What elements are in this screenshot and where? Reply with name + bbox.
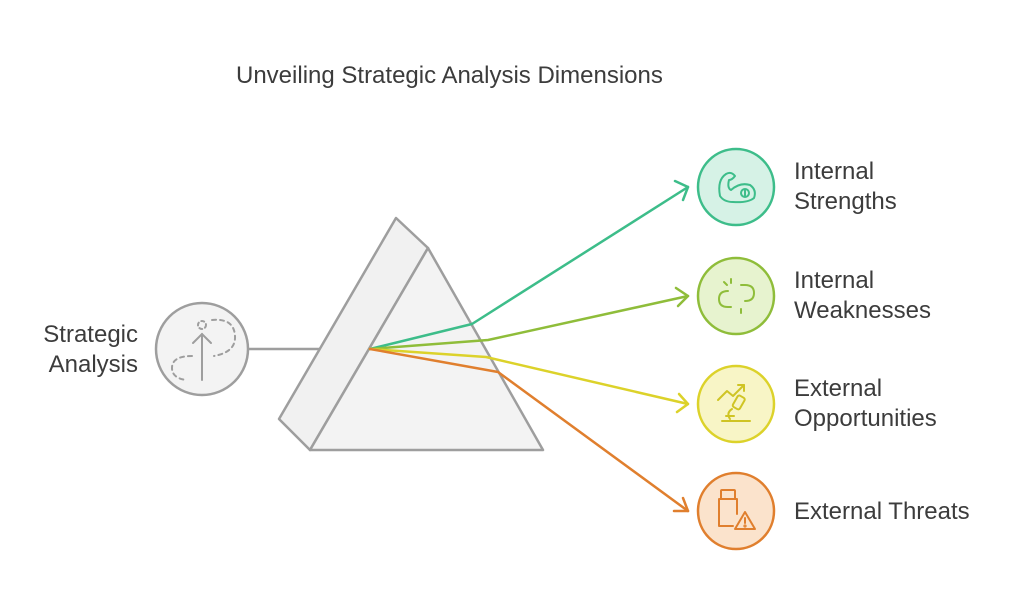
rays bbox=[368, 179, 690, 513]
page-title: Unveiling Strategic Analysis Dimensions bbox=[236, 62, 663, 89]
opportunities-circle bbox=[696, 364, 776, 444]
opportunities-label-line-2: Opportunities bbox=[794, 405, 937, 432]
opportunities-label-line-1: External bbox=[794, 375, 883, 402]
opportunities-label: External Opportunities bbox=[794, 374, 937, 434]
weaknesses-label-line-2: Weaknesses bbox=[794, 297, 931, 324]
output-weaknesses-node bbox=[696, 256, 776, 336]
ray-threats bbox=[368, 347, 690, 513]
ray-weaknesses bbox=[368, 294, 690, 351]
ray-weaknesses-arrowhead bbox=[674, 286, 690, 308]
ray-strengths-arrowhead bbox=[673, 179, 690, 202]
usb-warning-icon bbox=[718, 489, 756, 530]
strengths-label: Internal Strengths bbox=[794, 157, 897, 217]
upward-arrow-dashed-icon bbox=[170, 318, 237, 381]
source-label-line-2: Analysis bbox=[48, 351, 138, 378]
source-node bbox=[154, 301, 250, 397]
ray-opportunities-arrowhead bbox=[675, 392, 690, 414]
ray-opportunities bbox=[368, 347, 690, 406]
prism bbox=[277, 216, 545, 452]
weaknesses-circle bbox=[696, 256, 776, 336]
output-strengths-node bbox=[696, 147, 776, 227]
output-opportunities-node bbox=[696, 364, 776, 444]
weaknesses-label-line-1: Internal bbox=[794, 267, 875, 294]
strengths-label-line-1: Internal bbox=[794, 158, 875, 185]
threats-label: External Threats bbox=[794, 497, 970, 527]
flexed-arm-icon bbox=[718, 171, 756, 204]
output-threats-node bbox=[696, 471, 776, 551]
source-label-line-1: Strategic bbox=[43, 321, 138, 348]
strengths-label-line-2: Strengths bbox=[794, 188, 897, 215]
broken-link-icon bbox=[718, 278, 755, 314]
ray-strengths bbox=[368, 185, 690, 351]
growth-microscope-icon bbox=[717, 384, 751, 422]
threats-label-line-1: External Threats bbox=[794, 498, 970, 525]
source-label: Strategic Analysis bbox=[22, 320, 138, 380]
ray-threats-arrowhead bbox=[672, 496, 690, 513]
weaknesses-label: Internal Weaknesses bbox=[794, 266, 931, 326]
